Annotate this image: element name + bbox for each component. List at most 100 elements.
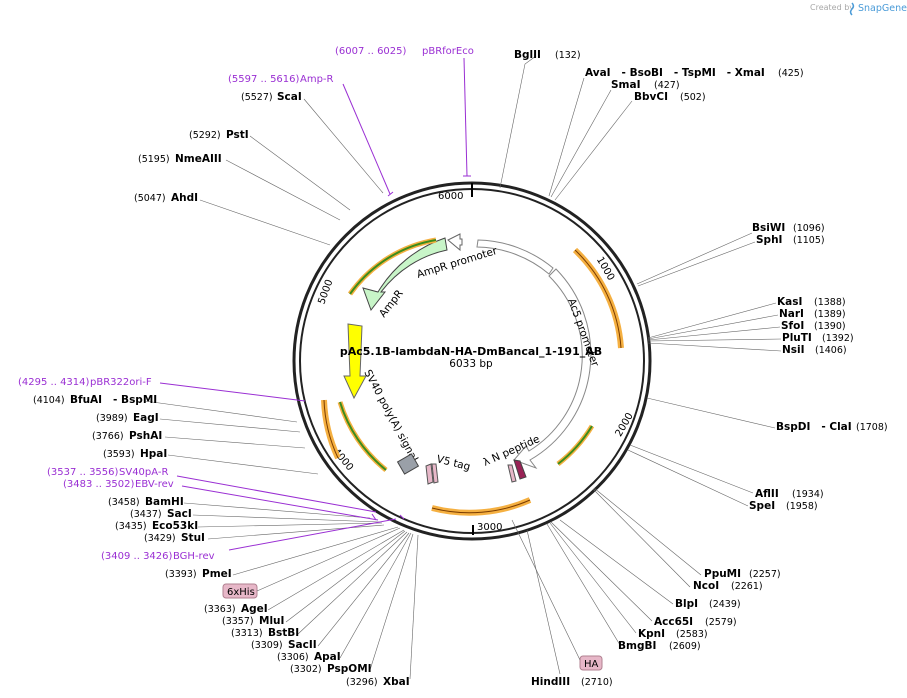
lambda-ha-box [507,464,517,483]
line-eco53ki [197,522,383,528]
plasmid-name: pAc5.1B-lambdaN-HA-DmBancal_1-191_AB [340,345,602,358]
tick-label-6000: 6000 [438,191,463,202]
site-pluti-name: PluTI [782,332,812,344]
ampr-promoter-arrow [447,233,463,252]
site-stui-pos: (3429) [144,533,176,544]
orf-segment-1-core [574,249,622,349]
line-apai [339,532,412,659]
site-nsii-name: NsiI [782,344,805,356]
created-by-label: Created by [810,3,854,12]
line-bstbi [297,531,408,635]
site-spei-name: SpeI [749,500,775,512]
site-stui-name: StuI [181,532,205,544]
line-aflii [629,444,754,494]
site-scai-name: ScaI [277,91,302,103]
line-xbai [409,534,419,680]
primer-amp-r-range: (5597 .. 5616) [228,74,300,85]
site-bamhi-pos: (3458) [108,497,140,508]
features: AmpR promoter AmpR Ac5 promoter SV40 pol… [321,233,624,516]
sv40-polya-arrow [343,323,367,400]
line-sfoi [647,326,781,341]
site-acc65i-pos: (2579) [705,617,737,628]
his-tag-line [256,527,401,592]
site-saci-name: SacI [167,508,192,520]
orf-segment-3-core [323,399,339,459]
site-kpni-pos: (2583) [676,629,708,640]
site-eagi-name: EagI [133,412,159,424]
line-bspdi [646,397,776,429]
site-mlui-pos: (3357) [222,616,254,627]
line-bbvci [554,100,633,201]
tick-label-3000: 3000 [477,522,502,533]
site-bsiwi-name: BsiWI [752,222,785,234]
site-nmeaiii-name: NmeAIII [175,153,222,165]
site-spei-pos: (1958) [786,501,818,512]
line-ebv-rev [181,485,379,521]
site-bmgbi-name: BmgBI [618,640,656,652]
primer-pbr322ori-range: (4295 .. 4314) [18,377,90,388]
site-pshai-name: PshAI [129,430,162,442]
site-ahdi-pos: (5047) [134,193,166,204]
site-pluti-pos: (1392) [822,333,854,344]
site-kpni-name: KpnI [638,628,665,640]
site-bstbi-name: BstBI [268,627,299,639]
site-acc65i-name: Acc65I [654,616,693,628]
primer-ebv-rev-label: EBV-rev [135,479,174,490]
site-bfuai-pos: (4104) [33,395,65,406]
site-eco53ki-name: Eco53kI [152,520,198,532]
line-ahdi [199,199,331,246]
ampr-orf-green [349,239,437,295]
line-agei [267,529,405,611]
line-nmeaiii [225,159,341,221]
lambda-n-box [513,459,527,480]
site-nsii-pos: (1406) [815,345,847,356]
site-aflii-name: AflII [755,488,779,500]
line-pbrforeco [463,57,468,177]
line-scai [303,98,384,194]
line-pshai [164,436,306,449]
line-smai [550,89,612,198]
primer-pbr322ori-label: pBR322ori-F [90,377,152,388]
site-ppumi-name: PpuMI [704,568,741,580]
v5-tag-box-1 [425,463,434,485]
site-pspomi-name: PspOMI [327,663,372,675]
line-blpi [559,519,674,605]
site-eco53ki-pos: (3435) [115,521,147,532]
primer-sv40pa-r-range: (3537 .. 3556) [47,467,119,478]
line-sacii [317,532,410,647]
site-eagi-pos: (3989) [96,413,128,424]
ac5-promoter-arc [513,268,592,470]
site-kasi-pos: (1388) [814,297,846,308]
primer-pbrforeco-label: pBRforEco [422,46,474,57]
site-bspdi-pos: (1708) [856,422,888,433]
line-bsiwi [636,232,753,285]
site-hpai-name: HpaI [140,448,167,460]
site-sacii-pos: (3309) [251,640,283,651]
site-sphi-name: SphI [756,234,782,246]
site-ncoi-pos: (2261) [731,581,763,592]
site-hindiii-pos: (2710) [581,677,613,688]
site-bbvci-pos: (502) [680,92,706,103]
leader-lines [144,55,782,680]
line-spei [627,449,749,507]
line-bglii [499,55,537,189]
line-avai [548,77,585,197]
sv40-polya-label: SV40 poly(A) signal [361,368,420,464]
line-psti [249,135,351,211]
site-blpi-name: BlpI [675,598,698,610]
ha-tag: HA [511,519,603,671]
site-hpai-pos: (3593) [103,449,135,460]
primer-pbrforeco-range: (6007 .. 6025) [335,46,407,57]
line-bamhi [183,502,371,519]
site-bmgbi-pos: (2609) [669,641,701,652]
site-hindiii-name: HindIII [531,676,570,688]
site-pshai-pos: (3766) [92,431,124,442]
primer-ebv-rev-range: (3483 .. 3502) [63,479,135,490]
line-nari [647,314,779,340]
line-bfuai [144,400,298,423]
line-pspomi [369,533,414,671]
site-psti-pos: (5292) [189,130,221,141]
line-stui [207,524,385,540]
site-pspomi-pos: (3302) [290,664,322,675]
